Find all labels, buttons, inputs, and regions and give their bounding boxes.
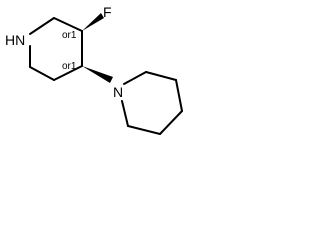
bond-c2-c3	[53, 17, 83, 32]
bond-n-c2	[29, 17, 55, 35]
bond-cc-cd	[159, 110, 183, 135]
bond-c5-c6	[29, 66, 55, 81]
wedge-bond-c3-f	[82, 13, 104, 31]
bond-ce-n	[121, 100, 129, 127]
piperidine-ring	[121, 71, 183, 135]
bond-c4-c5	[53, 65, 83, 81]
stereo-tag-c3: or1	[62, 30, 77, 41]
atom-label-nitrogen: N	[113, 84, 123, 100]
bond-cb-cc	[175, 79, 183, 112]
atom-label-nh: HN	[5, 32, 25, 48]
wedge-bond-c4-n	[82, 66, 113, 83]
bond-n-ca	[123, 71, 147, 85]
structure-diagram: HN F N or1 or1	[5, 4, 183, 135]
bond-ca-cb	[145, 71, 177, 81]
stereo-tag-c4: or1	[62, 61, 77, 72]
bond-cd-ce	[127, 125, 161, 135]
atom-label-fluorine: F	[103, 4, 112, 20]
fluoropiperidine-ring	[29, 17, 83, 81]
